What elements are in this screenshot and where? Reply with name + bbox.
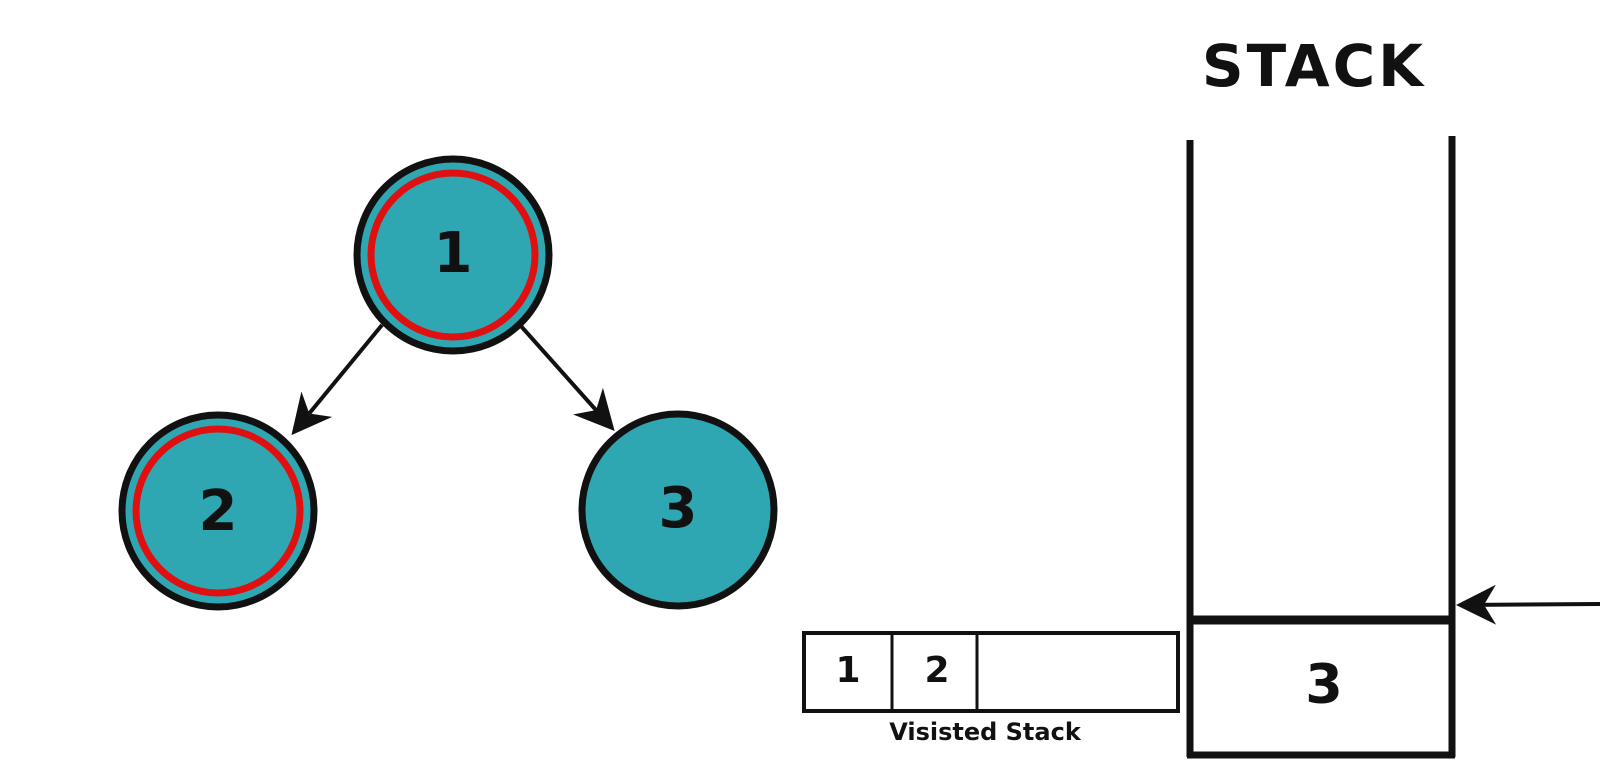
node-label: 2 bbox=[199, 479, 238, 544]
visited-item: 2 bbox=[924, 650, 949, 691]
tree-node-1: 1 bbox=[353, 155, 553, 355]
stack-item: 3 bbox=[1305, 653, 1343, 716]
node-circle bbox=[118, 411, 318, 611]
stack: STACK 3 bbox=[1186, 32, 1600, 759]
node-label: 1 bbox=[434, 221, 473, 286]
edge-1-to-2 bbox=[291, 323, 384, 436]
visited-stack: 1 2 Visisted Stack bbox=[802, 631, 1180, 746]
visited-stack-caption: Visisted Stack bbox=[889, 718, 1082, 746]
visited-item: 1 bbox=[835, 650, 860, 691]
edge-1-to-3 bbox=[518, 323, 615, 431]
visited-stack-box bbox=[802, 631, 1180, 713]
tree-node-2: 2 bbox=[118, 411, 318, 611]
visited-ring bbox=[367, 169, 539, 341]
node-circle bbox=[578, 410, 778, 610]
stack-title: STACK bbox=[1202, 32, 1426, 100]
node-circle bbox=[353, 155, 553, 355]
node-label: 3 bbox=[659, 476, 698, 541]
visited-ring bbox=[132, 425, 304, 597]
stack-top-pointer bbox=[1456, 584, 1600, 625]
tree-edges bbox=[291, 323, 615, 436]
tree-node-3: 3 bbox=[578, 410, 778, 610]
